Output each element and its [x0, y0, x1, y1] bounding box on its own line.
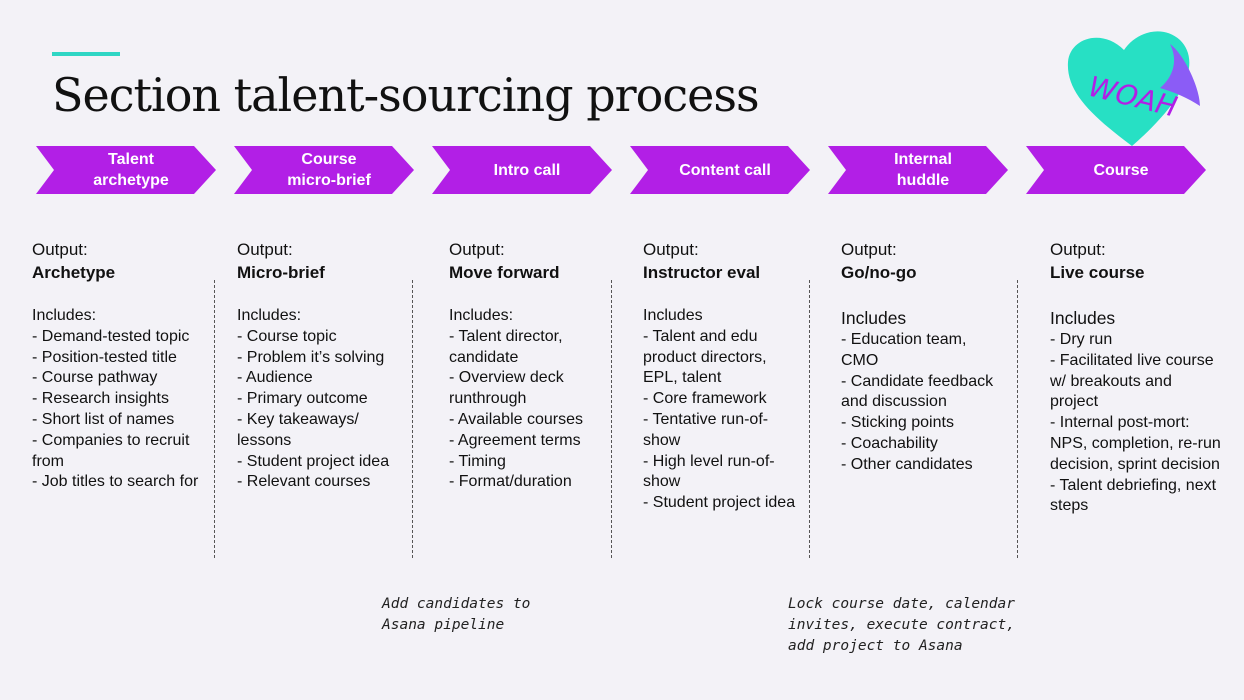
list-item: - Coachability: [841, 434, 938, 452]
includes-list: - Dry run - Facilitated live course w/ b…: [1050, 330, 1222, 517]
list-item: - Available courses: [449, 410, 583, 428]
includes-label: Includes:: [237, 307, 302, 324]
sticker-curl: [1160, 44, 1200, 106]
output-value: Live course: [1050, 263, 1145, 282]
list-item: - Agreement terms: [449, 431, 581, 449]
list-item: - Talent debriefing, next steps: [1050, 476, 1217, 515]
column-talent-archetype: Output: Archetype Includes: - Demand-tes…: [32, 238, 204, 493]
list-item: - Tentative run-of-show: [643, 410, 769, 449]
note-asana-pipeline: Add candidates to Asana pipeline: [382, 596, 531, 633]
page-title: Section talent-sourcing process: [52, 68, 760, 122]
list-item: - Job titles to search for: [32, 473, 199, 491]
output-label: Output:: [643, 240, 699, 259]
output-label: Output:: [237, 240, 293, 259]
list-item: - Research insights: [32, 390, 169, 408]
includes-list: - Talent director, candidate - Overview …: [449, 327, 607, 493]
list-item: - Talent director, candidate: [449, 327, 563, 366]
list-item: - Audience: [237, 369, 313, 387]
list-item: - Internal post-mort: NPS, completion, r…: [1050, 414, 1221, 473]
includes-label: Includes: [1050, 308, 1116, 328]
list-item: - Primary outcome: [237, 390, 368, 408]
output-value: Micro-brief: [237, 263, 325, 282]
column-content-call: Output: Instructor eval Includes - Talen…: [643, 238, 799, 514]
list-item: - Core framework: [643, 390, 767, 408]
includes-label: Includes:: [449, 307, 514, 324]
includes-list: - Education team, CMO - Candidate feedba…: [841, 330, 1007, 476]
column-course-micro-brief: Output: Micro-brief Includes: - Course t…: [237, 238, 403, 493]
column-divider: [1017, 280, 1018, 558]
list-item: - Facilitated live course w/ breakouts a…: [1050, 351, 1214, 411]
list-item: - Position-tested title: [32, 348, 177, 366]
includes-list: - Course topic - Problem it’s solving - …: [237, 327, 403, 493]
list-item: - Relevant courses: [237, 473, 371, 491]
list-item: - Demand-tested topic: [32, 327, 190, 345]
list-item: - Overview deck runthrough: [449, 369, 564, 408]
list-item: - Problem it’s solving: [237, 348, 385, 366]
output-label: Output:: [32, 240, 88, 259]
list-item: - High level run-of-show: [643, 452, 775, 491]
includes-label: Includes: [841, 308, 907, 328]
includes-label: Includes:: [32, 307, 97, 324]
output-label: Output:: [1050, 240, 1106, 259]
includes-label: Includes: [643, 307, 703, 324]
list-item: - Format/duration: [449, 473, 572, 491]
note-lock-course-date: Lock course date, calendar invites, exec…: [788, 596, 1015, 654]
list-item: - Education team, CMO: [841, 331, 967, 369]
column-divider: [809, 280, 810, 558]
list-item: - Talent and edu product directors, EPL,…: [643, 327, 767, 387]
stage-intro-call: Intro call: [432, 146, 612, 194]
output-value: Archetype: [32, 263, 116, 282]
list-item: - Student project idea: [643, 494, 796, 512]
stage-course: Course: [1026, 146, 1206, 194]
output-value: Instructor eval: [643, 263, 761, 282]
heart-shape: [1067, 31, 1190, 146]
woah-heart-logo: WOAH: [1067, 31, 1200, 146]
list-item: - Timing: [449, 452, 506, 470]
column-divider: [214, 280, 215, 558]
column-internal-huddle: Output: Go/no-go Includes - Education te…: [841, 238, 1007, 476]
list-item: - Dry run: [1050, 331, 1113, 348]
list-item: - Candidate feedback and discussion: [841, 372, 994, 411]
list-item: - Student project idea: [237, 452, 390, 470]
stage-content-call: Content call: [630, 146, 810, 194]
column-intro-call: Output: Move forward Includes: - Talent …: [449, 238, 607, 493]
list-item: - Other candidates: [841, 455, 973, 473]
stage-internal-huddle: Internal huddle: [828, 146, 1008, 194]
output-label: Output:: [841, 240, 897, 259]
output-label: Output:: [449, 240, 505, 259]
column-course: Output: Live course Includes - Dry run -…: [1050, 238, 1222, 517]
list-item: - Key takeaways/ lessons: [237, 410, 359, 449]
list-item: - Companies to recruit from: [32, 431, 190, 470]
list-item: - Sticking points: [841, 414, 954, 432]
list-item: - Course pathway: [32, 369, 158, 387]
column-divider: [611, 280, 612, 558]
stage-talent-archetype: Talent archetype: [36, 146, 216, 194]
accent-bar: [52, 52, 120, 56]
includes-list: - Talent and edu product directors, EPL,…: [643, 327, 799, 514]
list-item: - Short list of names: [32, 410, 175, 428]
stage-course-micro-brief: Course micro-brief: [234, 146, 414, 194]
column-divider: [412, 280, 413, 558]
list-item: - Course topic: [237, 327, 337, 345]
output-value: Go/no-go: [841, 263, 917, 282]
includes-list: - Demand-tested topic - Position-tested …: [32, 327, 204, 493]
output-value: Move forward: [449, 263, 560, 282]
